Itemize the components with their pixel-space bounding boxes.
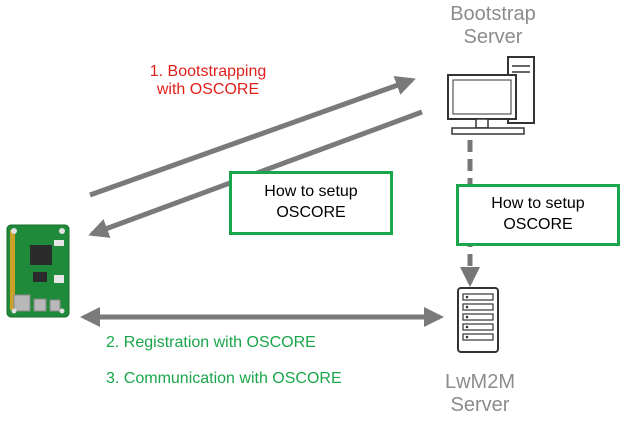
bootstrap-server-label-line1: Bootstrap — [450, 3, 536, 25]
bootstrapping-label-line2: with OSCORE — [156, 81, 260, 99]
setup-oscore-box-right: How to setup OSCORE — [456, 184, 620, 246]
setup-oscore-box-left-line2: OSCORE — [276, 204, 346, 221]
setup-oscore-box-left-line1: How to setup — [264, 183, 358, 201]
raspberry-pi-board-icon — [6, 224, 70, 318]
setup-oscore-box-right-line2: OSCORE — [503, 216, 573, 233]
registration-label: 2. Registration with OSCORE — [106, 334, 316, 351]
lwm2m-server-label-line2: Server — [450, 394, 510, 416]
bootstrap-server-label-line2: Server — [463, 26, 523, 48]
lwm2m-server-label: LwM2M Server — [430, 371, 530, 417]
bootstrapping-label-line1: 1. Bootstrapping — [149, 63, 267, 80]
lwm2m-server-label-line1: LwM2M — [444, 371, 515, 393]
communication-label: 3. Communication with OSCORE — [106, 370, 342, 387]
desktop-computer-icon — [447, 56, 535, 135]
server-rack-icon — [457, 287, 499, 353]
bootstrap-server-label: Bootstrap Server — [438, 3, 548, 49]
bootstrapping-label: 1. Bootstrapping with OSCORE — [118, 63, 298, 100]
setup-oscore-box-right-line1: How to setup — [491, 195, 585, 213]
setup-oscore-box-left: How to setup OSCORE — [229, 171, 393, 235]
bootstrap-request-arrow — [89, 75, 416, 198]
